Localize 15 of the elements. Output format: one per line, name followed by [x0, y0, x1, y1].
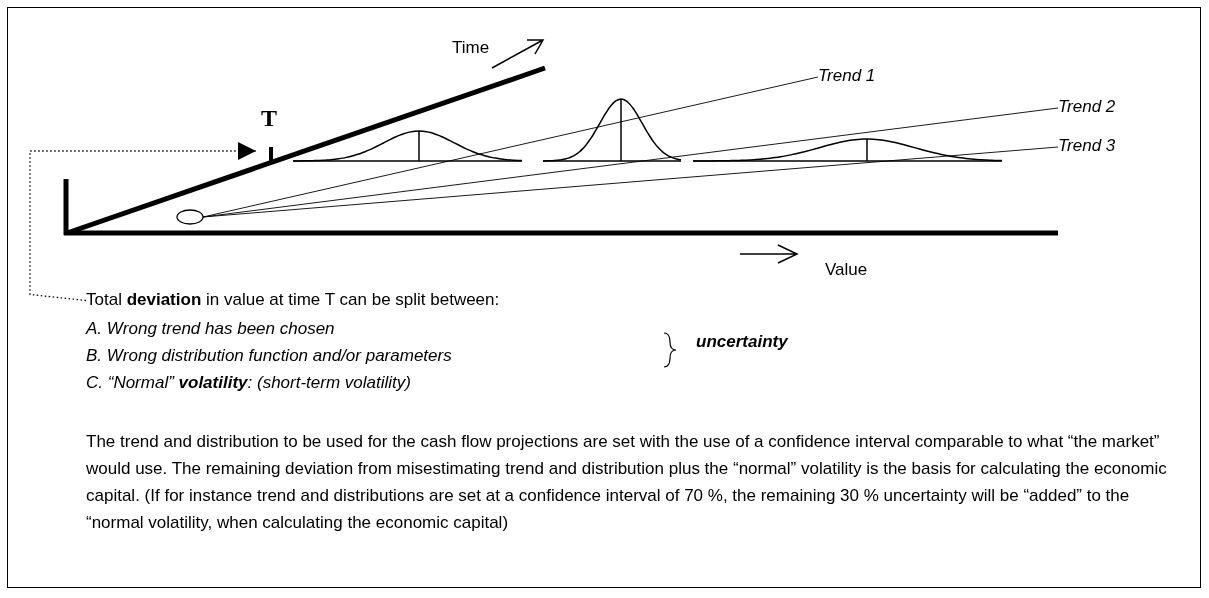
axis-label: Time — [452, 38, 490, 58]
axis-label: Value — [825, 260, 868, 280]
list-item: A. Wrong trend has been chosen — [86, 319, 335, 339]
dotted-arrow — [29, 142, 257, 302]
list-item: C. “Normal” volatility: (short-term volatility) — [86, 373, 411, 393]
deviation-text: Total deviation in value at time T can be split between: — [86, 290, 586, 311]
time-point-label: T — [256, 105, 282, 135]
trend-label: Trend 3 — [1058, 136, 1136, 158]
trend-line — [202, 146, 1059, 218]
brace-label: uncertainty — [696, 332, 788, 352]
origin-ellipse — [176, 209, 204, 225]
body-paragraph: The trend and distribution to be used for the cash flow projections are set with the use of a confidence interval comparable to what “the market” would use. The remaining deviation from misestimating trend and distribution plus the “normal” volatility is the basis for calculating the economic capital. (If for instance trend and distributions are set at a confidence interval of 70 %, the remaining 30 % uncertainty will be “added” to the “normal volatility, when calculating the economic capital) — [86, 431, 1168, 534]
trend-label: Trend 2 — [1058, 97, 1136, 119]
list-item: B. Wrong distribution function and/or parameters — [86, 346, 452, 366]
trend-label: Trend 1 — [818, 66, 896, 88]
